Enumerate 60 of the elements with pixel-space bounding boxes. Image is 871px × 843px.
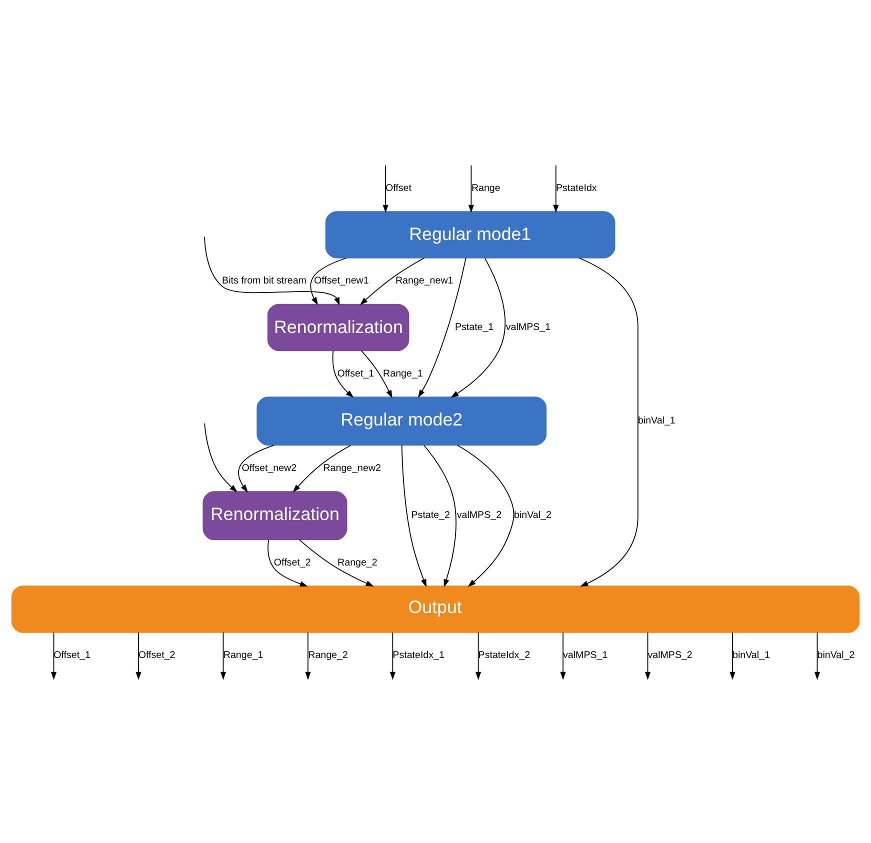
arrow (578, 257, 638, 586)
node-box: Renormalization (202, 490, 348, 540)
edge-label: Range_2 (338, 556, 378, 568)
edge-label: Range_2 (308, 650, 348, 661)
edge-label: Offset (386, 182, 412, 194)
arrow (401, 444, 426, 587)
arrow (418, 257, 466, 398)
edge-label: Offset_new1 (314, 275, 369, 286)
arrow (814, 632, 820, 680)
arrow (730, 632, 736, 680)
edge-label: binVal_1 (638, 415, 676, 426)
arrow (310, 257, 347, 305)
edge-label: Range_new1 (395, 275, 454, 286)
edge-label: Offset_1 (54, 650, 90, 661)
arrow (238, 444, 274, 492)
edge-label: Bits from bit stream (222, 275, 306, 286)
node-box: Regular mode2 (256, 396, 547, 446)
edge-label: Range_new2 (323, 462, 381, 474)
arrow (50, 632, 57, 680)
arrow (360, 350, 392, 398)
arrow (553, 164, 559, 212)
arrow (382, 164, 388, 212)
arrow (136, 632, 142, 680)
arrow (468, 164, 474, 212)
arrow (390, 632, 396, 680)
edge-label: PstateIdx_1 (392, 650, 444, 661)
arrow (204, 236, 340, 306)
edge-label: Offset_1 (337, 368, 374, 379)
node-box: Output (11, 585, 860, 632)
edge-label: Pstate_2 (411, 510, 450, 521)
arrow (268, 539, 308, 586)
edge-label: valMPS_2 (648, 650, 692, 661)
edge-label: PstateIdx (556, 182, 597, 194)
arrow (292, 444, 352, 492)
arrow (332, 350, 354, 398)
arrow (299, 538, 374, 586)
edge-label: Pstate_1 (454, 321, 494, 332)
edge-label: PstateIdx_2 (478, 650, 530, 661)
edge-label: valMPS_1 (506, 321, 551, 332)
arrow (220, 632, 226, 680)
edge-label: Offset_2 (274, 556, 311, 568)
edge-label: Range (471, 182, 500, 194)
edge-label: Range_1 (223, 650, 264, 661)
arrow (644, 632, 651, 680)
edge-label: Range_1 (383, 368, 423, 379)
edge-label: binVal_1 (732, 650, 770, 661)
arrow (457, 444, 514, 586)
arrow (424, 444, 456, 587)
node-box: Regular mode1 (325, 210, 616, 258)
edge-label: Offset_new2 (242, 462, 297, 474)
edge-label: binVal_2 (514, 510, 552, 521)
arrow (560, 632, 566, 680)
arrow (204, 422, 238, 492)
node-box: Renormalization (267, 303, 410, 351)
edge-label: binVal_2 (817, 650, 855, 661)
arrow (305, 632, 311, 680)
arrow (476, 632, 482, 680)
arrow (450, 257, 506, 398)
edge-label: valMPS_2 (456, 510, 502, 521)
arrow (360, 256, 425, 305)
